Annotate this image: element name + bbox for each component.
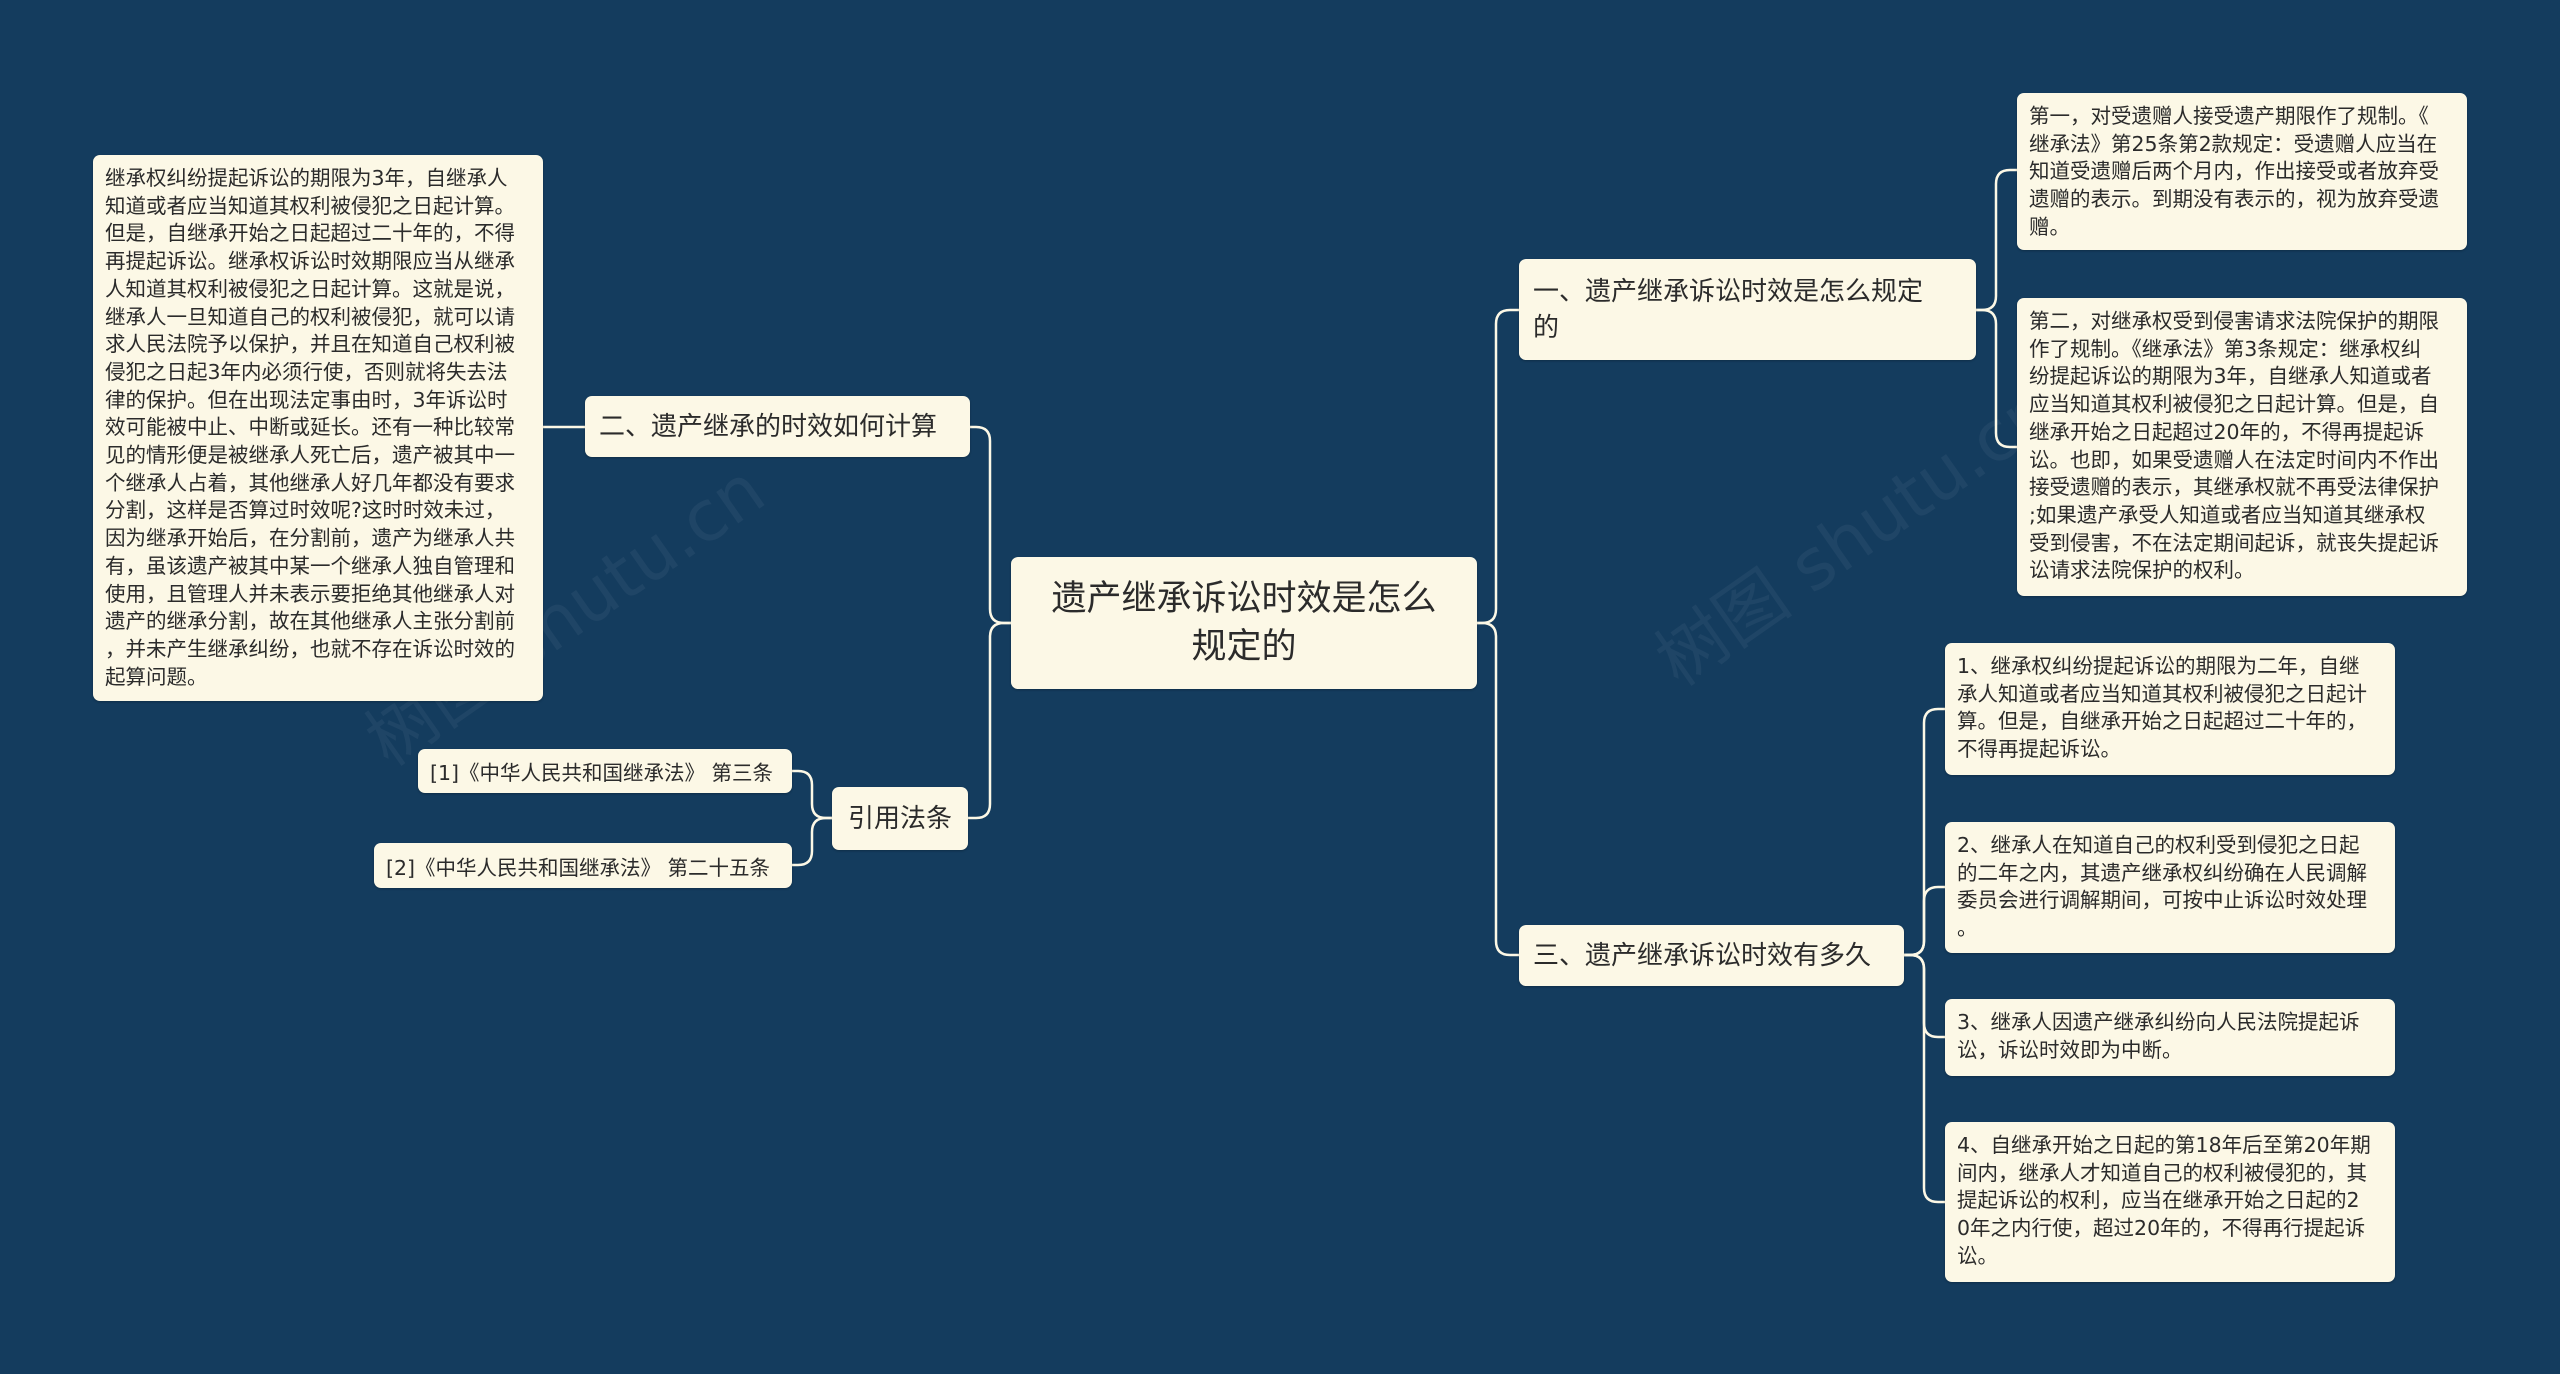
connector-root-b3 — [1477, 621, 1519, 957]
connector-root-b4 — [968, 621, 1011, 820]
connector-b1-leaf2 — [1976, 308, 2017, 449]
connector-b4-cite1 — [792, 769, 832, 820]
leaf-node-2-1[interactable]: 继承权纠纷提起诉讼的期限为3年，自继承人 知道或者应当知道其权利被侵犯之日起计算… — [93, 155, 543, 701]
connector-b3-leaf4 — [1904, 953, 1945, 1204]
branch-node-3[interactable]: 三、遗产继承诉讼时效有多久 — [1519, 925, 1904, 986]
connector-root-b1 — [1477, 308, 1519, 625]
branch-node-1[interactable]: 一、遗产继承诉讼时效是怎么规定 的 — [1519, 259, 1976, 360]
branch-node-2-label: 二、遗产继承的时效如何计算 — [599, 411, 938, 442]
connector-b3-leaf2 — [1904, 885, 1945, 957]
citation-node-1[interactable]: [1]《中华人民共和国继承法》 第三条 — [418, 749, 792, 793]
connector-b1-leaf1 — [1976, 168, 2017, 312]
leaf-node-3-1[interactable]: 1、继承权纠纷提起诉讼的期限为二年，自继 承人知道或者应当知道其权利被侵犯之日起… — [1945, 643, 2395, 775]
leaf-node-1-2[interactable]: 第二，对继承权受到侵害请求法院保护的期限 作了规制。《继承法》第3条规定：继承权… — [2017, 298, 2467, 596]
connector-b4-cite2 — [792, 816, 832, 867]
branch-node-4[interactable]: 引用法条 — [832, 787, 968, 850]
branch-node-4-label: 引用法条 — [847, 803, 952, 834]
leaf-node-3-4[interactable]: 4、自继承开始之日起的第18年后至第20年期 间内，继承人才知道自己的权利被侵犯… — [1945, 1122, 2395, 1282]
leaf-node-3-3[interactable]: 3、继承人因遗产继承纠纷向人民法院提起诉 讼，诉讼时效即为中断。 — [1945, 999, 2395, 1076]
connector-root-b2 — [970, 425, 1011, 625]
leaf-node-3-2[interactable]: 2、继承人在知道自己的权利受到侵犯之日起 的二年之内，其遗产继承权纠纷确在人民调… — [1945, 822, 2395, 953]
citation-node-2[interactable]: [2]《中华人民共和国继承法》 第二十五条 — [374, 843, 792, 888]
leaf-node-1-1[interactable]: 第一，对受遗赠人接受遗产期限作了规制。《 继承法》第25条第2款规定：受遗赠人应… — [2017, 93, 2467, 250]
root-node[interactable]: 遗产继承诉讼时效是怎么 规定的 — [1011, 557, 1477, 689]
root-node-label: 遗产继承诉讼时效是怎么 规定的 — [1051, 579, 1437, 667]
branch-node-2[interactable]: 二、遗产继承的时效如何计算 — [585, 396, 970, 457]
branch-node-3-label: 三、遗产继承诉讼时效有多久 — [1533, 940, 1872, 971]
branch-node-1-label: 一、遗产继承诉讼时效是怎么规定 的 — [1533, 276, 1924, 343]
